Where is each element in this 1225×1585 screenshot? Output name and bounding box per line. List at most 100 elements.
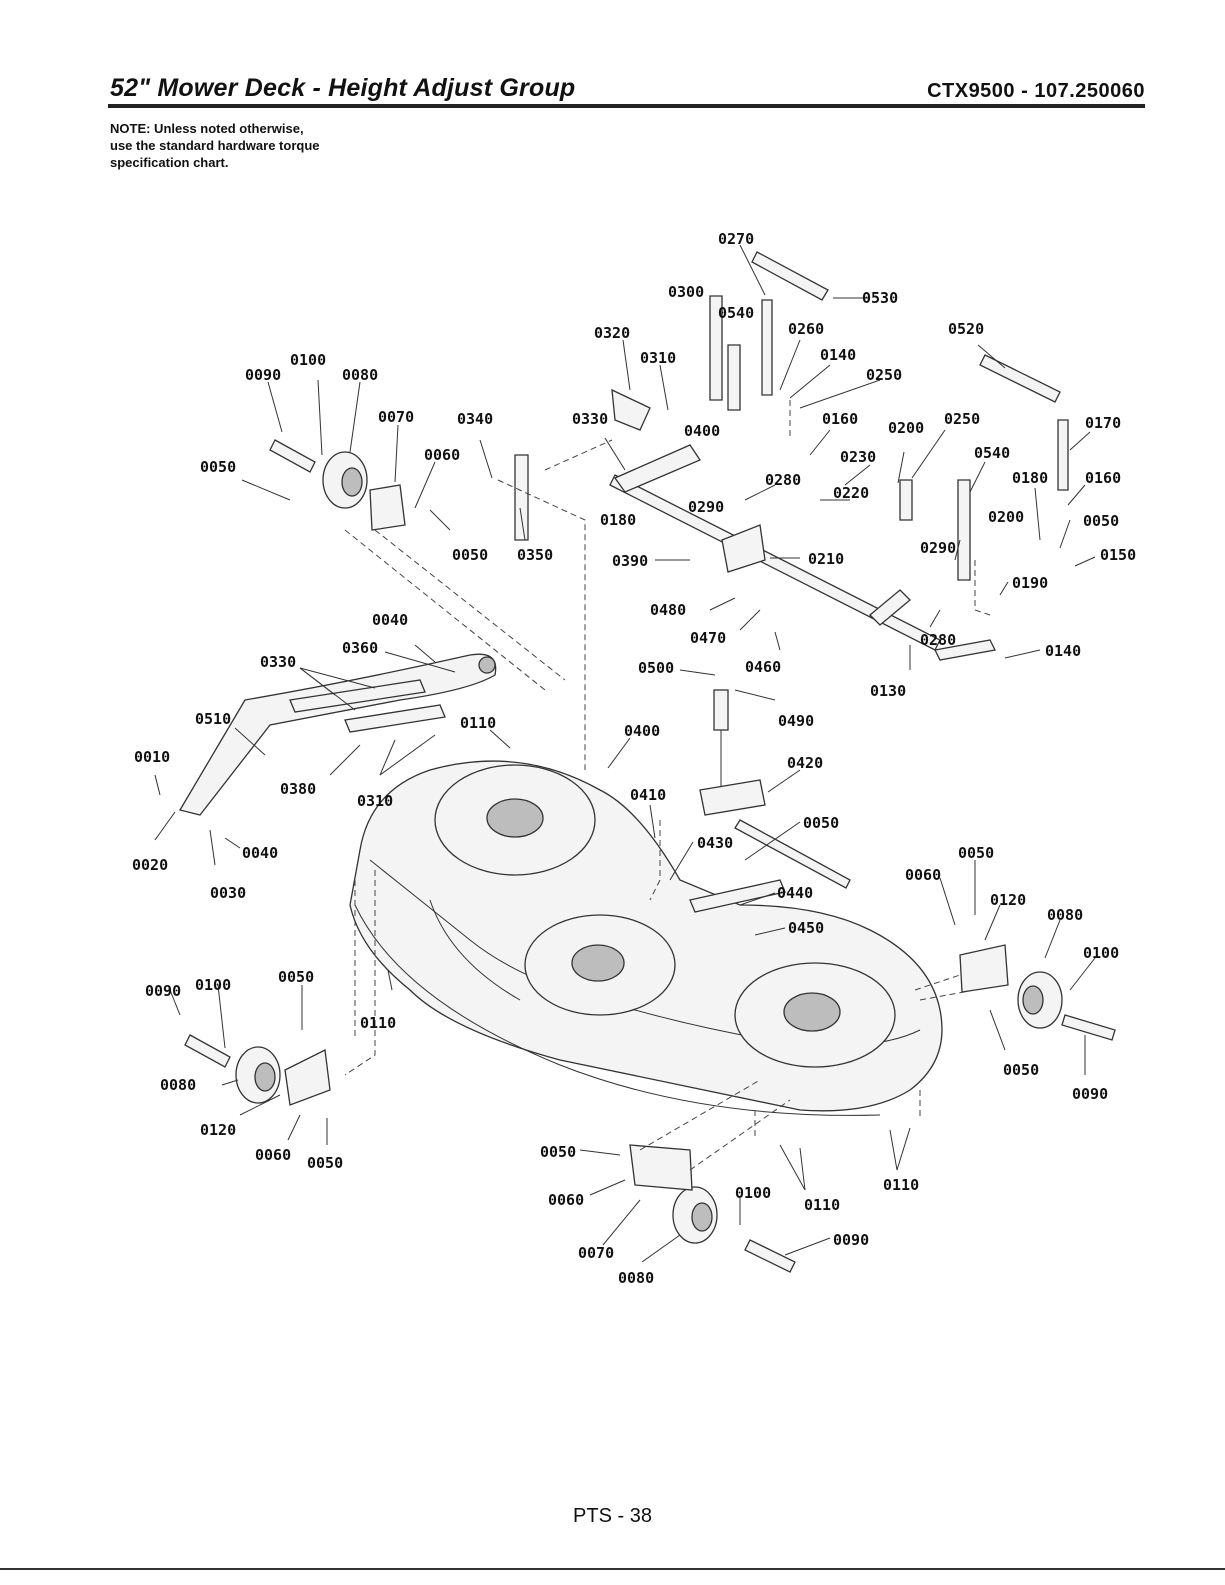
gauge-wheel-lower-left — [184, 1034, 331, 1106]
page-number: PTS - 38 — [573, 1505, 652, 1527]
front-lift-link — [178, 653, 497, 816]
page-title: 52" Mower Deck - Height Adjust Group — [110, 74, 576, 102]
callout-label: 0290 — [688, 498, 724, 516]
callout-label: 0120 — [200, 1121, 236, 1139]
callout-label: 0230 — [840, 448, 876, 466]
callout-label: 0540 — [974, 444, 1010, 462]
callout-label: 0050 — [307, 1154, 343, 1172]
callout-label: 0220 — [833, 484, 869, 502]
callout-label: 0080 — [160, 1076, 196, 1094]
callout-label: 0280 — [765, 471, 801, 489]
callout-label: 0060 — [548, 1191, 584, 1209]
callout-label: 0330 — [260, 653, 296, 671]
callout-label: 0050 — [1003, 1061, 1039, 1079]
callout-label: 0250 — [944, 410, 980, 428]
callout-label: 0450 — [788, 919, 824, 937]
callout-label: 0100 — [290, 351, 326, 369]
callout-label: 0290 — [920, 539, 956, 557]
callout-label: 0460 — [745, 658, 781, 676]
assembly-dashed-lines — [344, 400, 991, 1171]
callout-label: 0400 — [684, 422, 720, 440]
callout-label: 0100 — [735, 1184, 771, 1202]
height-adjust-rod — [689, 689, 851, 913]
callout-label: 0530 — [862, 289, 898, 307]
callout-label: 0310 — [357, 792, 393, 810]
callout-label: 0080 — [1047, 906, 1083, 924]
torque-note: NOTE: Unless noted otherwise, use the st… — [110, 120, 410, 171]
callout-label: 0090 — [833, 1231, 869, 1249]
callout-label: 0160 — [1085, 469, 1121, 487]
callout-label: 0060 — [255, 1146, 291, 1164]
callout-label: 0440 — [777, 884, 813, 902]
callout-label: 0430 — [697, 834, 733, 852]
callout-label: 0010 — [134, 748, 170, 766]
callout-label: 0050 — [278, 968, 314, 986]
callout-label: 0040 — [242, 844, 278, 862]
callout-label: 0080 — [342, 366, 378, 384]
callout-label: 0050 — [958, 844, 994, 862]
callout-label: 0410 — [630, 786, 666, 804]
callout-label: 0110 — [460, 714, 496, 732]
callout-label: 0200 — [988, 508, 1024, 526]
callout-label: 0090 — [245, 366, 281, 384]
callout-label: 0030 — [210, 884, 246, 902]
note-line: NOTE: Unless noted otherwise, — [110, 121, 304, 136]
callout-label: 0380 — [280, 780, 316, 798]
callout-label: 0060 — [905, 866, 941, 884]
callout-label: 0050 — [452, 546, 488, 564]
callout-label: 0110 — [360, 1014, 396, 1032]
callout-label: 0090 — [1072, 1085, 1108, 1103]
callout-label: 0020 — [132, 856, 168, 874]
callout-label: 0160 — [822, 410, 858, 428]
callout-label: 0420 — [787, 754, 823, 772]
callout-label: 0050 — [540, 1143, 576, 1161]
mower-deck-shell — [349, 760, 943, 1116]
callout-label: 0300 — [668, 283, 704, 301]
lift-shaft-assembly — [514, 251, 1069, 661]
callout-label: 0150 — [1100, 546, 1136, 564]
callout-label: 0340 — [457, 410, 493, 428]
callout-label: 0390 — [612, 552, 648, 570]
callout-label: 0180 — [1012, 469, 1048, 487]
header-rule — [108, 104, 1145, 108]
gauge-wheel-right — [959, 944, 1116, 1041]
note-line: use the standard hardware torque — [110, 138, 320, 153]
callout-label: 0470 — [690, 629, 726, 647]
gauge-wheel-bottom — [629, 1144, 796, 1273]
callout-label: 0050 — [803, 814, 839, 832]
model-number: CTX9500 - 107.250060 — [927, 80, 1145, 102]
callout-label: 0260 — [788, 320, 824, 338]
callout-label: 0320 — [594, 324, 630, 342]
callout-label: 0520 — [948, 320, 984, 338]
note-line: specification chart. — [110, 155, 229, 170]
callout-label: 0080 — [618, 1269, 654, 1287]
callout-label: 0350 — [517, 546, 553, 564]
callout-label: 0120 — [990, 891, 1026, 909]
callout-label: 0200 — [888, 419, 924, 437]
callout-label: 0130 — [870, 682, 906, 700]
callout-label: 0140 — [1045, 642, 1081, 660]
callout-label: 0540 — [718, 304, 754, 322]
callout-label: 0050 — [1083, 512, 1119, 530]
callout-label: 0490 — [778, 712, 814, 730]
callout-label: 0090 — [145, 982, 181, 1000]
callout-label: 0040 — [372, 611, 408, 629]
callout-label: 0140 — [820, 346, 856, 364]
callout-label: 0070 — [578, 1244, 614, 1262]
callout-label: 0110 — [883, 1176, 919, 1194]
callout-label: 0250 — [866, 366, 902, 384]
callout-label: 0330 — [572, 410, 608, 428]
callout-label: 0270 — [718, 230, 754, 248]
callout-label: 0060 — [424, 446, 460, 464]
gauge-wheel-upper-left — [269, 439, 406, 531]
callout-label: 0110 — [804, 1196, 840, 1214]
callout-label: 0280 — [920, 631, 956, 649]
leader-lines — [154, 244, 1096, 1263]
callout-label: 0210 — [808, 550, 844, 568]
callout-label: 0360 — [342, 639, 378, 657]
callout-label: 0480 — [650, 601, 686, 619]
callout-label: 0400 — [624, 722, 660, 740]
callout-labels: 0270 0300 0530 0540 0320 0260 0520 0310 … — [132, 230, 1136, 1287]
callout-label: 0500 — [638, 659, 674, 677]
